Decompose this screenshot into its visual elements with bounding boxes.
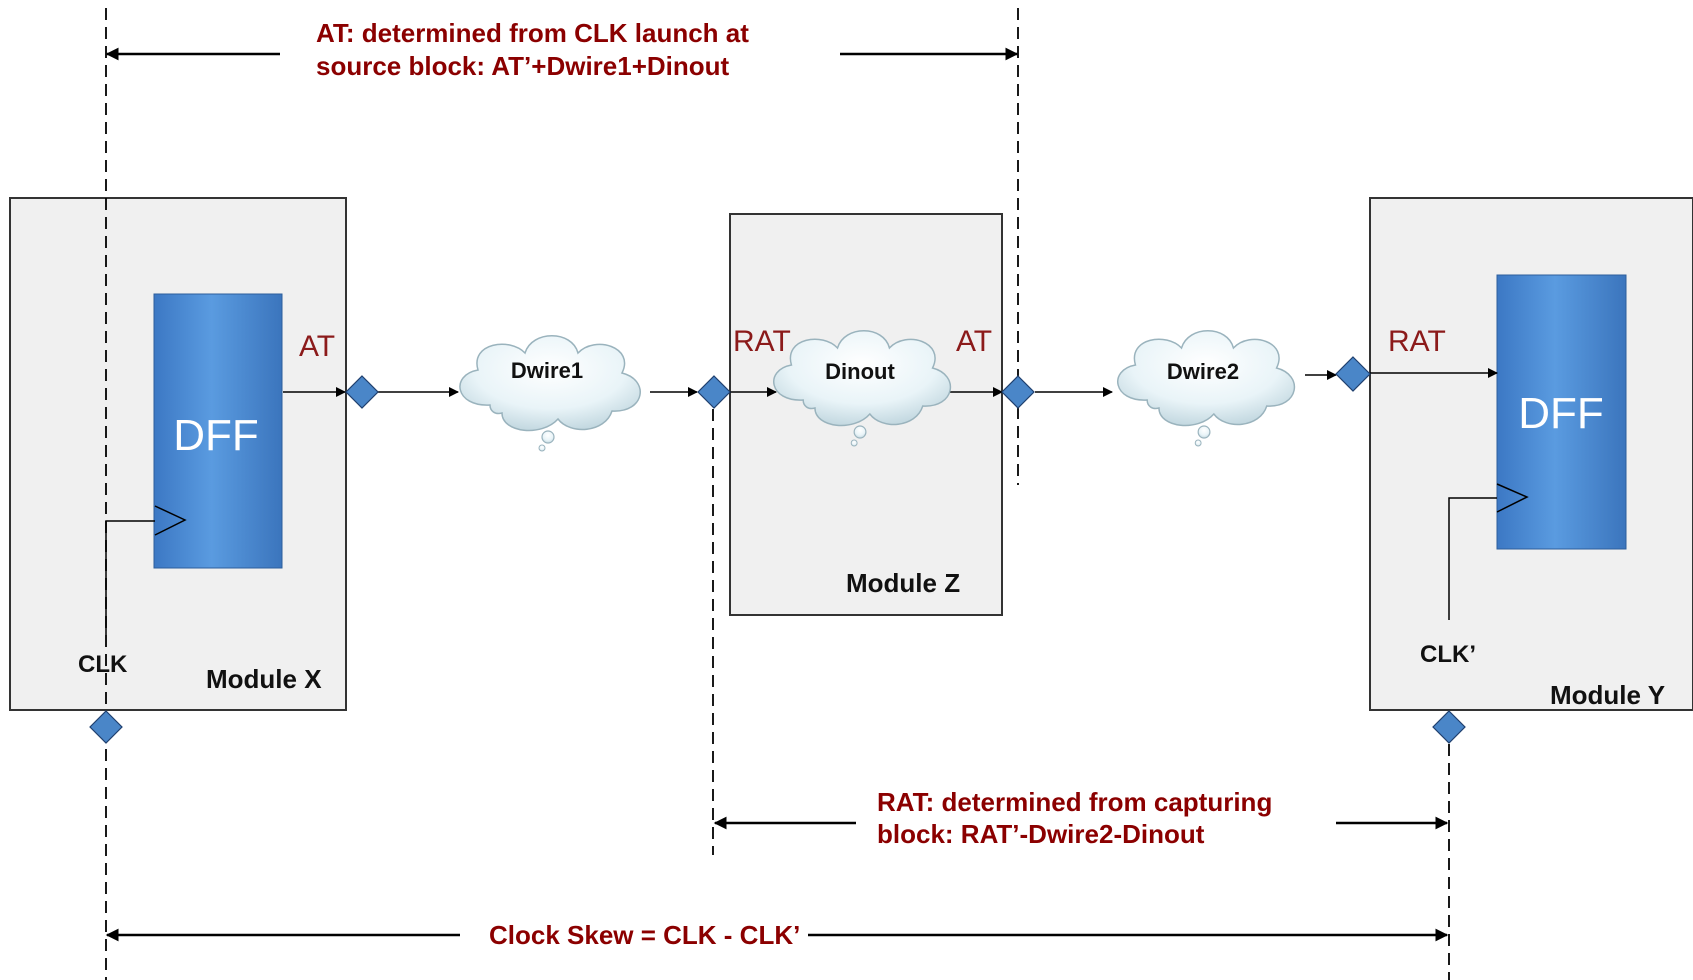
dff-right [1496, 274, 1627, 550]
cloud-dwire2-label: Dwire2 [1167, 359, 1239, 384]
dff-right-clock-triangle [1496, 483, 1529, 513]
pin-label-y-rat: RAT [1388, 325, 1446, 358]
module-x-label: Module X [206, 664, 322, 694]
pin-label-z-rat: RAT [733, 325, 791, 358]
clk-wire-right [1448, 497, 1497, 620]
rat-annotation-line1: RAT: determined from capturing [877, 787, 1272, 817]
module-z-label: Module Z [846, 568, 960, 598]
port-module-z-in [697, 375, 731, 409]
cloud-dwire1 [459, 335, 641, 452]
pin-label-x-at: AT [299, 330, 335, 363]
at-annotation-line2: source block: AT’+Dwire1+Dinout [316, 51, 730, 81]
clk-wire-left [105, 520, 155, 635]
port-module-y-in [1335, 356, 1371, 392]
rat-annotation-line2: block: RAT’-Dwire2-Dinout [877, 819, 1205, 849]
dff-left [153, 293, 283, 569]
port-module-x-out [345, 375, 379, 409]
at-annotation-line1: AT: determined from CLK launch at [316, 18, 749, 48]
clock-skew-annotation: Clock Skew = CLK - CLK’ [489, 920, 800, 950]
pin-label-z-at: AT [956, 325, 992, 358]
dff-left-label: DFF [173, 411, 259, 460]
dff-left-clock-triangle [154, 505, 187, 536]
clk-prime-label: CLK’ [1420, 641, 1476, 668]
port-module-z-out [1001, 375, 1035, 409]
clk-label: CLK [78, 651, 128, 678]
module-y-label: Module Y [1550, 680, 1665, 710]
port-module-x-clk [89, 710, 123, 744]
port-module-y-clk [1432, 710, 1466, 744]
cloud-dwire2 [1116, 330, 1296, 447]
cloud-dwire1-label: Dwire1 [511, 358, 583, 383]
cloud-dinout-label: Dinout [825, 359, 895, 384]
dff-right-label: DFF [1518, 389, 1604, 438]
